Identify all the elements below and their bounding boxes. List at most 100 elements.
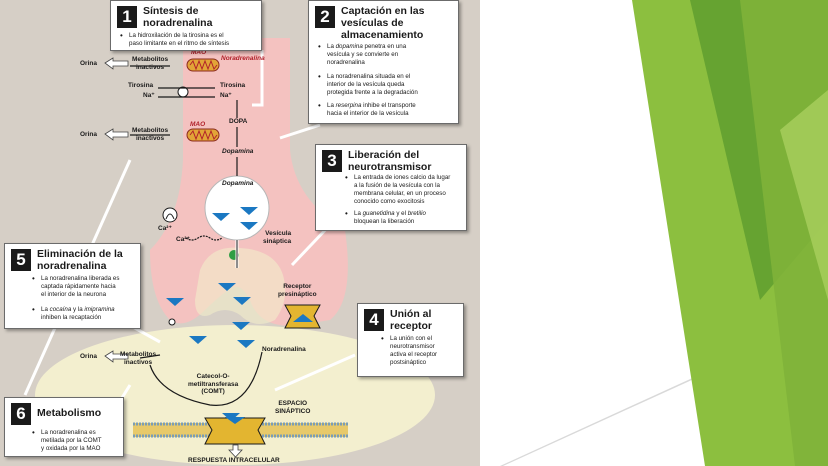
pointer-box2	[279, 123, 321, 140]
arrow-orina-2	[104, 128, 129, 141]
label-receptor-l1: Receptor	[283, 283, 312, 290]
bullet-3-2-l2: bloquean la liberación	[354, 218, 415, 225]
label-dopamina-2: Dopamina	[222, 180, 254, 187]
bullet-2-2-l2: interior de la vesícula queda	[327, 81, 405, 88]
label-vesicula: Vesícula sináptica	[263, 230, 291, 245]
pointer-box4	[274, 353, 356, 392]
bullet-5-2-l2: inhiben la recaptación	[41, 314, 102, 321]
label-metabolitos-1-l2: inactivos	[135, 63, 165, 71]
label-espacio-l2: SINÁPTICO	[275, 407, 311, 415]
bullet-5-1-l2: captada rápidamente hacia	[41, 283, 116, 290]
bullet-2-1-b: dopamina	[335, 43, 363, 50]
callout-title-5-l2: noradrenalina	[37, 260, 107, 272]
label-comt-l3: (COMT)	[201, 388, 225, 395]
pointer-box1	[252, 50, 264, 107]
label-vesicula-l2: sináptica	[263, 237, 292, 245]
label-noradrenalina: Noradrenalina	[262, 346, 306, 353]
label-mao-1: MAO	[191, 49, 207, 56]
arrow-response	[228, 444, 243, 458]
label-metabolitos-1: Metabolitos inactivos	[132, 56, 168, 71]
cleft-na-1	[166, 298, 184, 306]
bullet-4-1-l1: La unión con el	[390, 335, 432, 342]
label-noradrenalina-mito: Noradrenalina	[221, 55, 265, 62]
presynaptic-bound-na	[293, 314, 313, 322]
arrow-orina-3	[104, 350, 129, 363]
label-mao-2: MAO	[190, 121, 206, 128]
callout-title-4-l1: Unión al	[390, 308, 432, 320]
label-espacio-l1: ESPACIO	[278, 400, 308, 407]
bullet-3-1-l2: a la fusión de la vesícula con la	[354, 182, 440, 189]
callout-title-2-l1: Captación en las	[341, 5, 425, 17]
bullet-2-1-c: penetra en una	[362, 43, 407, 50]
label-espacio-sinaptico: ESPACIO SINÁPTICO	[275, 400, 310, 415]
label-receptor-l2: presináptico	[278, 290, 317, 298]
callout-bullet-1-1: La hidroxilación de la tirosina es elpas…	[120, 32, 229, 48]
step-number-5: 5	[11, 249, 31, 271]
bullet-2-3-b: reserpina	[335, 102, 362, 109]
postsynaptic-receptor	[204, 417, 266, 445]
label-ca-2: Ca²⁺	[176, 236, 190, 243]
callout-bullet-5-1: La noradrenalina liberada es captada ráp…	[32, 275, 120, 299]
callout-title-2-l3: almacenamiento	[341, 29, 424, 41]
label-respuesta-intracelular: RESPUESTA INTRACELULAR	[188, 457, 280, 464]
cleft-na-3	[233, 297, 251, 305]
cleft-na-6	[189, 336, 207, 344]
callout-title-5-l1: Eliminación de la	[37, 248, 123, 260]
arrow-comt-2	[139, 354, 161, 359]
bullet-6-1-l3: y oxidada por la MAO	[41, 445, 101, 452]
bullet-3-1-l4: conocido como exocitosis	[354, 198, 425, 205]
label-metabolitos-2-l2: inactivos	[135, 134, 165, 142]
callout-title-1-l1: Síntesis de	[143, 5, 199, 17]
mitochondrion-2	[186, 128, 220, 142]
step-number-2: 2	[315, 6, 335, 28]
bullet-3-2-a: La	[354, 210, 363, 217]
bullet-5-2-d: imipramina	[84, 306, 115, 313]
label-tirosina-out: Tirosina	[128, 82, 154, 89]
bullet-5-1-l1: La noradrenalina liberada es	[41, 275, 120, 282]
label-comt-l1: Catecol-O-	[196, 373, 230, 380]
arrow-ca	[185, 235, 223, 241]
step-number-3: 3	[322, 150, 342, 172]
terminal-bulge	[195, 247, 286, 324]
bullet-4-1-l2: neurotransmisor	[390, 343, 435, 350]
label-tirosina-in: Tirosina	[220, 82, 246, 89]
label-orina-1: Orina	[80, 60, 97, 67]
cleft-na-4	[232, 322, 250, 330]
step-number-1: 1	[117, 6, 137, 28]
bullet-2-3-c: inhibe el transporte	[361, 102, 416, 109]
bullet-2-1-l2: vesícula y se convierte en	[327, 51, 399, 58]
label-na-in: Na⁺	[220, 92, 232, 99]
bullet-3-1-l1: La entrada de iones calcio da lugar	[354, 174, 451, 181]
cleft-na-5	[237, 340, 255, 348]
vesicle-na-3	[240, 222, 258, 230]
label-metabolitos-3-l1: Metabolitos	[120, 351, 157, 358]
callout-title-6: Metabolismo	[37, 407, 102, 419]
label-comt-l2: metiltransferasa	[188, 380, 239, 388]
label-metabolitos-3: Metabolitos inactivos	[120, 351, 156, 366]
callout-bullet-2-1: La dopamina penetra en una vesícula y se…	[318, 43, 407, 67]
vesicle-na-2	[240, 207, 258, 215]
step-number-6: 6	[11, 403, 31, 425]
reuptake-transporter	[168, 318, 176, 326]
cleft-na-2	[218, 283, 236, 291]
callout-bullet-6-1: La noradrenalina es metilada por la COMT…	[32, 429, 101, 453]
label-dopamina-1: Dopamina	[222, 148, 254, 155]
bullet-3-2-c: y el	[394, 210, 408, 217]
callout-bullet-4-1: La unión con el neurotransmisor activa e…	[381, 335, 437, 367]
bullet-3-2-b: guanetidina	[362, 210, 395, 217]
label-metabolitos-1-l1: Metabolitos	[132, 56, 169, 63]
vesicle-na-1	[212, 213, 230, 221]
bullet-2-1-a: La	[327, 43, 336, 50]
label-ca-1: Ca²⁺	[158, 225, 172, 232]
neurotransmission-diagram: Orina Metabolitos inactivos MAO Noradren…	[0, 0, 480, 466]
